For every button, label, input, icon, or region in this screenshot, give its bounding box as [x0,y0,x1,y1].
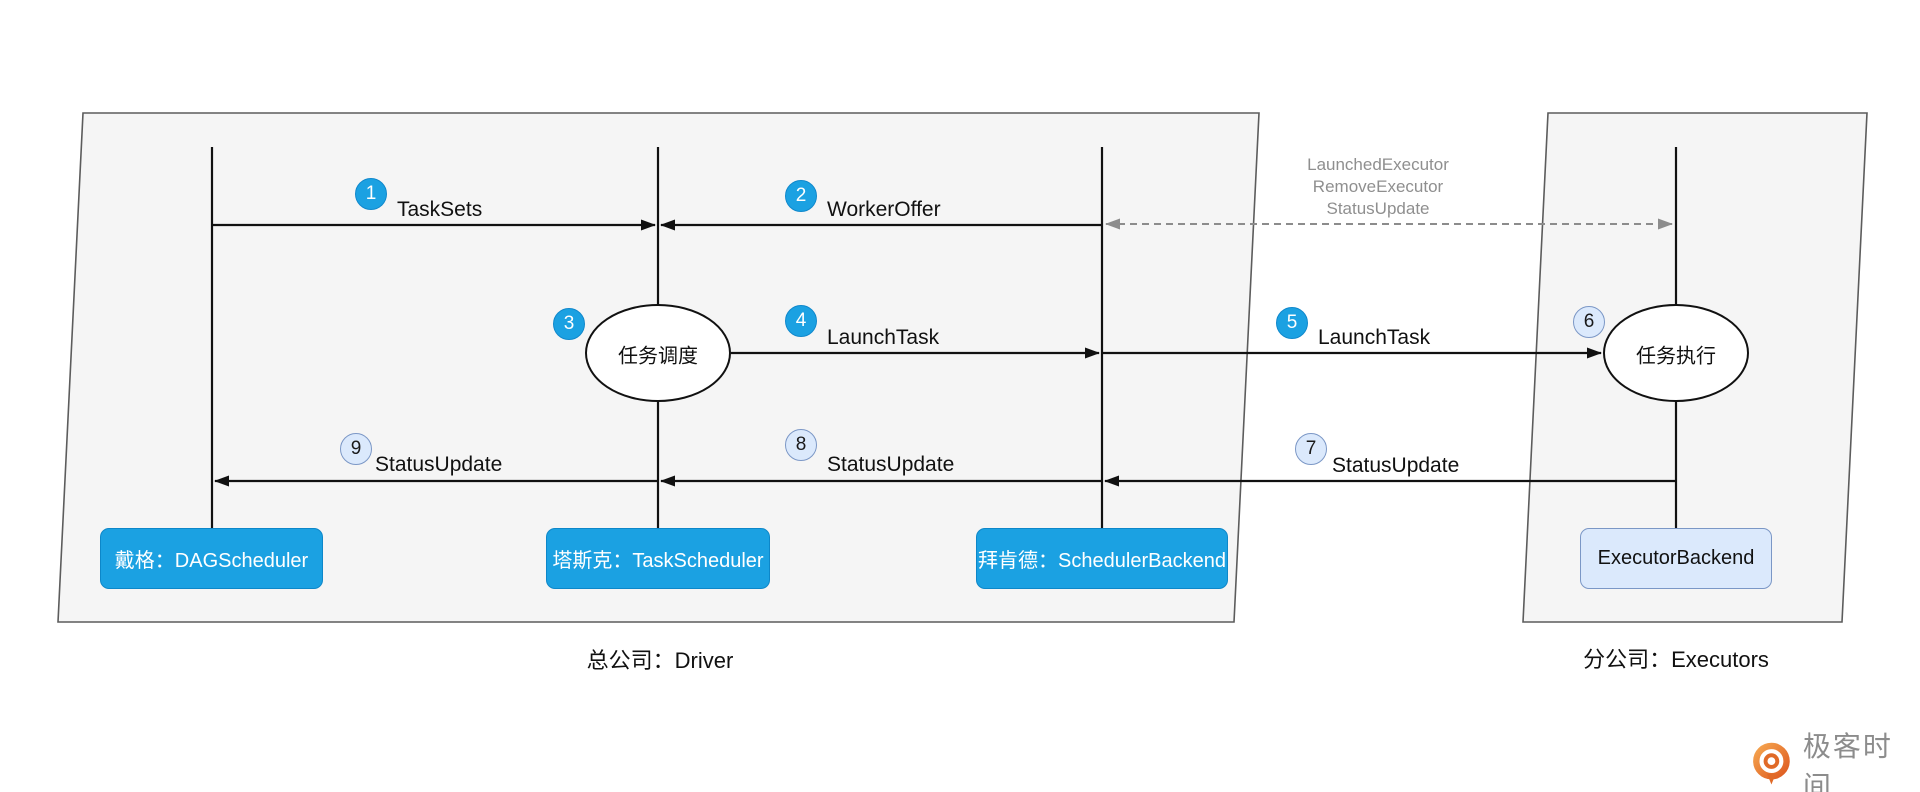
label-tasksets: TaskSets [397,198,483,221]
dashed-note-line-2: RemoveExecutor [1312,177,1444,196]
actor-box-executorbackend: ExecutorBackend [1580,528,1772,589]
dashed-arrow-note: LaunchedExecutor RemoveExecutor StatusUp… [1307,154,1449,220]
badge-7-num: 7 [1305,438,1317,459]
geektime-logo: 极客时间 [1748,725,1920,792]
dashed-note-line-3: StatusUpdate [1326,199,1430,218]
badge-4-num: 4 [795,310,807,331]
badge-1: 1 [355,178,387,210]
actor-label-dagscheduler: 戴格：DAGScheduler [114,550,309,572]
geektime-logo-text: 极客时间 [1802,731,1893,792]
caption-executors: 分公司：Executors [1583,647,1769,672]
actor-box-taskscheduler: 塔斯克：TaskScheduler [546,528,770,589]
badge-5: 5 [1276,307,1308,339]
label-workeroffer: WorkerOffer [827,198,941,221]
badge-3-num: 3 [563,313,575,334]
badge-6: 6 [1573,306,1605,338]
badge-9-num: 9 [350,438,362,459]
label-statusupdate-9: StatusUpdate [375,453,503,476]
label-launchtask-5: LaunchTask [1318,326,1431,349]
ellipse-label-scheduling: 任务调度 [618,345,698,368]
badge-8-num: 8 [795,434,807,455]
dashed-note-line-1: LaunchedExecutor [1307,155,1449,174]
badge-2-num: 2 [795,185,807,206]
actor-box-dagscheduler: 戴格：DAGScheduler [100,528,323,589]
badge-2: 2 [785,180,817,212]
badge-7: 7 [1295,433,1327,465]
actor-label-schedulerbackend: 拜肯德：SchedulerBackend [978,550,1226,572]
badge-4: 4 [785,305,817,337]
actor-label-taskscheduler: 塔斯克：TaskScheduler [552,550,764,572]
label-statusupdate-7: StatusUpdate [1332,454,1460,477]
badge-5-num: 5 [1286,312,1298,333]
ellipse-task-execution [1603,304,1749,402]
label-statusupdate-8: StatusUpdate [827,453,955,476]
badge-8: 8 [785,429,817,461]
geektime-logo-icon [1753,742,1790,785]
actor-label-executorbackend: ExecutorBackend [1597,547,1755,569]
caption-driver: 总公司：Driver [586,648,734,673]
badge-6-num: 6 [1583,311,1595,332]
ellipse-task-scheduling [585,304,731,402]
actor-box-schedulerbackend: 拜肯德：SchedulerBackend [976,528,1228,589]
label-launchtask-4: LaunchTask [827,326,940,349]
ellipse-label-execution: 任务执行 [1636,345,1716,368]
badge-9: 9 [340,433,372,465]
badge-1-num: 1 [365,183,377,204]
badge-3: 3 [553,308,585,340]
